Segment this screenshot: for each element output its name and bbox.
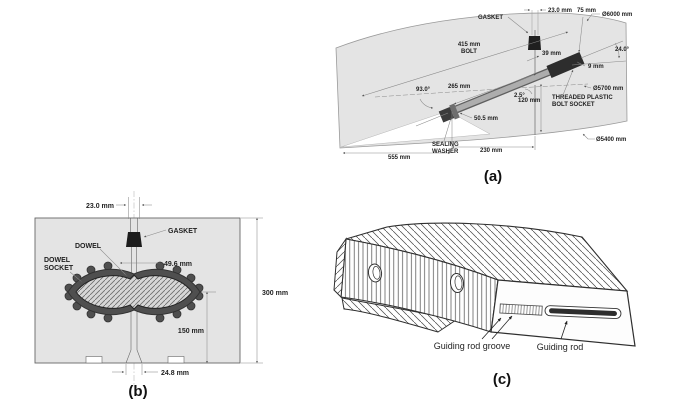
label-dim-150: 150 mm: [178, 328, 204, 335]
label-bolt-length: 415 mm: [458, 42, 480, 48]
label-dim-23: 23.0 mm: [548, 8, 572, 14]
label-dim-50-5: 50.5 mm: [474, 116, 498, 122]
label-socket-line1: THREADED PLASTIC: [552, 95, 613, 101]
gasket-shape: [126, 232, 142, 247]
panel-b-caption: (b): [128, 383, 147, 400]
bottom-slot-lines: [125, 311, 143, 364]
panel-a: 23.0 mm GASKET 75 mm Ø6000 mm 415 mm BOL…: [330, 0, 700, 190]
label-dim-300: 300 mm: [262, 290, 288, 297]
label-dowel-socket-line1: DOWEL: [44, 257, 71, 264]
label-dia-mid: Ø5700 mm: [593, 86, 623, 92]
label-dim-39: 39 mm: [542, 51, 561, 57]
label-bolt-word: BOLT: [461, 49, 477, 55]
panel-c-drawing: Guiding rod groove Guiding rod (c): [333, 222, 636, 388]
label-angle-93: 93.0°: [416, 87, 431, 93]
panel-b-labels: 23.0 mm GASKET DOWEL DOWEL SOCKET 49.6 m…: [44, 203, 288, 377]
label-dim-230: 230 mm: [480, 148, 502, 154]
label-angle-2-5: 2.5°: [514, 93, 525, 99]
dimension-lines: [342, 9, 627, 154]
label-dim-49-6: 49.6 mm: [164, 261, 192, 268]
label-dowel: DOWEL: [75, 243, 102, 250]
label-dowel-socket-line2: SOCKET: [44, 265, 74, 272]
label-guiding-rod-groove: Guiding rod groove: [434, 341, 511, 351]
sealing-washer-shape: [449, 103, 460, 120]
panel-c-labels: Guiding rod groove Guiding rod: [434, 341, 584, 352]
dimension-lines: [69, 197, 263, 375]
bolt-nut: [438, 106, 455, 123]
label-dim-23: 23.0 mm: [86, 203, 114, 210]
panel-a-drawing: 23.0 mm GASKET 75 mm Ø6000 mm 415 mm BOL…: [335, 8, 632, 185]
segment-band: [335, 12, 628, 149]
segment-left-end-face: [333, 237, 347, 299]
segment-bottom-face: [341, 297, 458, 333]
bolt-hole-1: [367, 263, 383, 283]
panel-b: 23.0 mm GASKET DOWEL DOWEL SOCKET 49.6 m…: [20, 185, 300, 405]
gasket-groove-lines: [531, 10, 539, 35]
bottom-notch-left: [85, 356, 103, 364]
label-gasket: GASKET: [168, 228, 198, 235]
panel-c: Guiding rod groove Guiding rod (c): [330, 210, 700, 405]
label-dim-265: 265 mm: [448, 84, 470, 90]
bolt-hole-2: [449, 273, 465, 293]
dowel-shape: [75, 274, 193, 310]
label-angle-24: 24.0°: [615, 47, 630, 53]
leader-lines: [481, 315, 568, 340]
washer-recess-wedge: [340, 110, 491, 148]
panel-b-drawing: 23.0 mm GASKET DOWEL DOWEL SOCKET 49.6 m…: [34, 191, 288, 400]
gasket-groove-lines: [130, 218, 138, 276]
guiding-rod: [544, 305, 622, 320]
guiding-rod-groove: [499, 303, 543, 316]
label-socket-line2: BOLT SOCKET: [552, 102, 595, 108]
gasket-shape: [528, 36, 541, 50]
label-dia-outer: Ø6000 mm: [602, 12, 632, 18]
label-dim-120: 120 mm: [518, 98, 540, 104]
label-dim-75: 75 mm: [577, 8, 596, 14]
panel-a-labels: 23.0 mm GASKET 75 mm Ø6000 mm 415 mm BOL…: [388, 8, 632, 161]
bottom-notch-right: [167, 356, 185, 364]
label-washer-line2: WASHER: [432, 149, 459, 155]
label-dia-inner: Ø5400 mm: [596, 137, 626, 143]
label-gasket: GASKET: [478, 15, 503, 21]
label-guiding-rod: Guiding rod: [537, 342, 584, 352]
panel-a-caption: (a): [484, 168, 502, 185]
label-dim-9: 9 mm: [588, 64, 604, 70]
label-dim-555: 555 mm: [388, 155, 410, 161]
label-dim-24-8: 24.8 mm: [161, 370, 189, 377]
label-washer-line1: SEALING: [432, 142, 459, 148]
panel-c-caption: (c): [493, 371, 511, 388]
